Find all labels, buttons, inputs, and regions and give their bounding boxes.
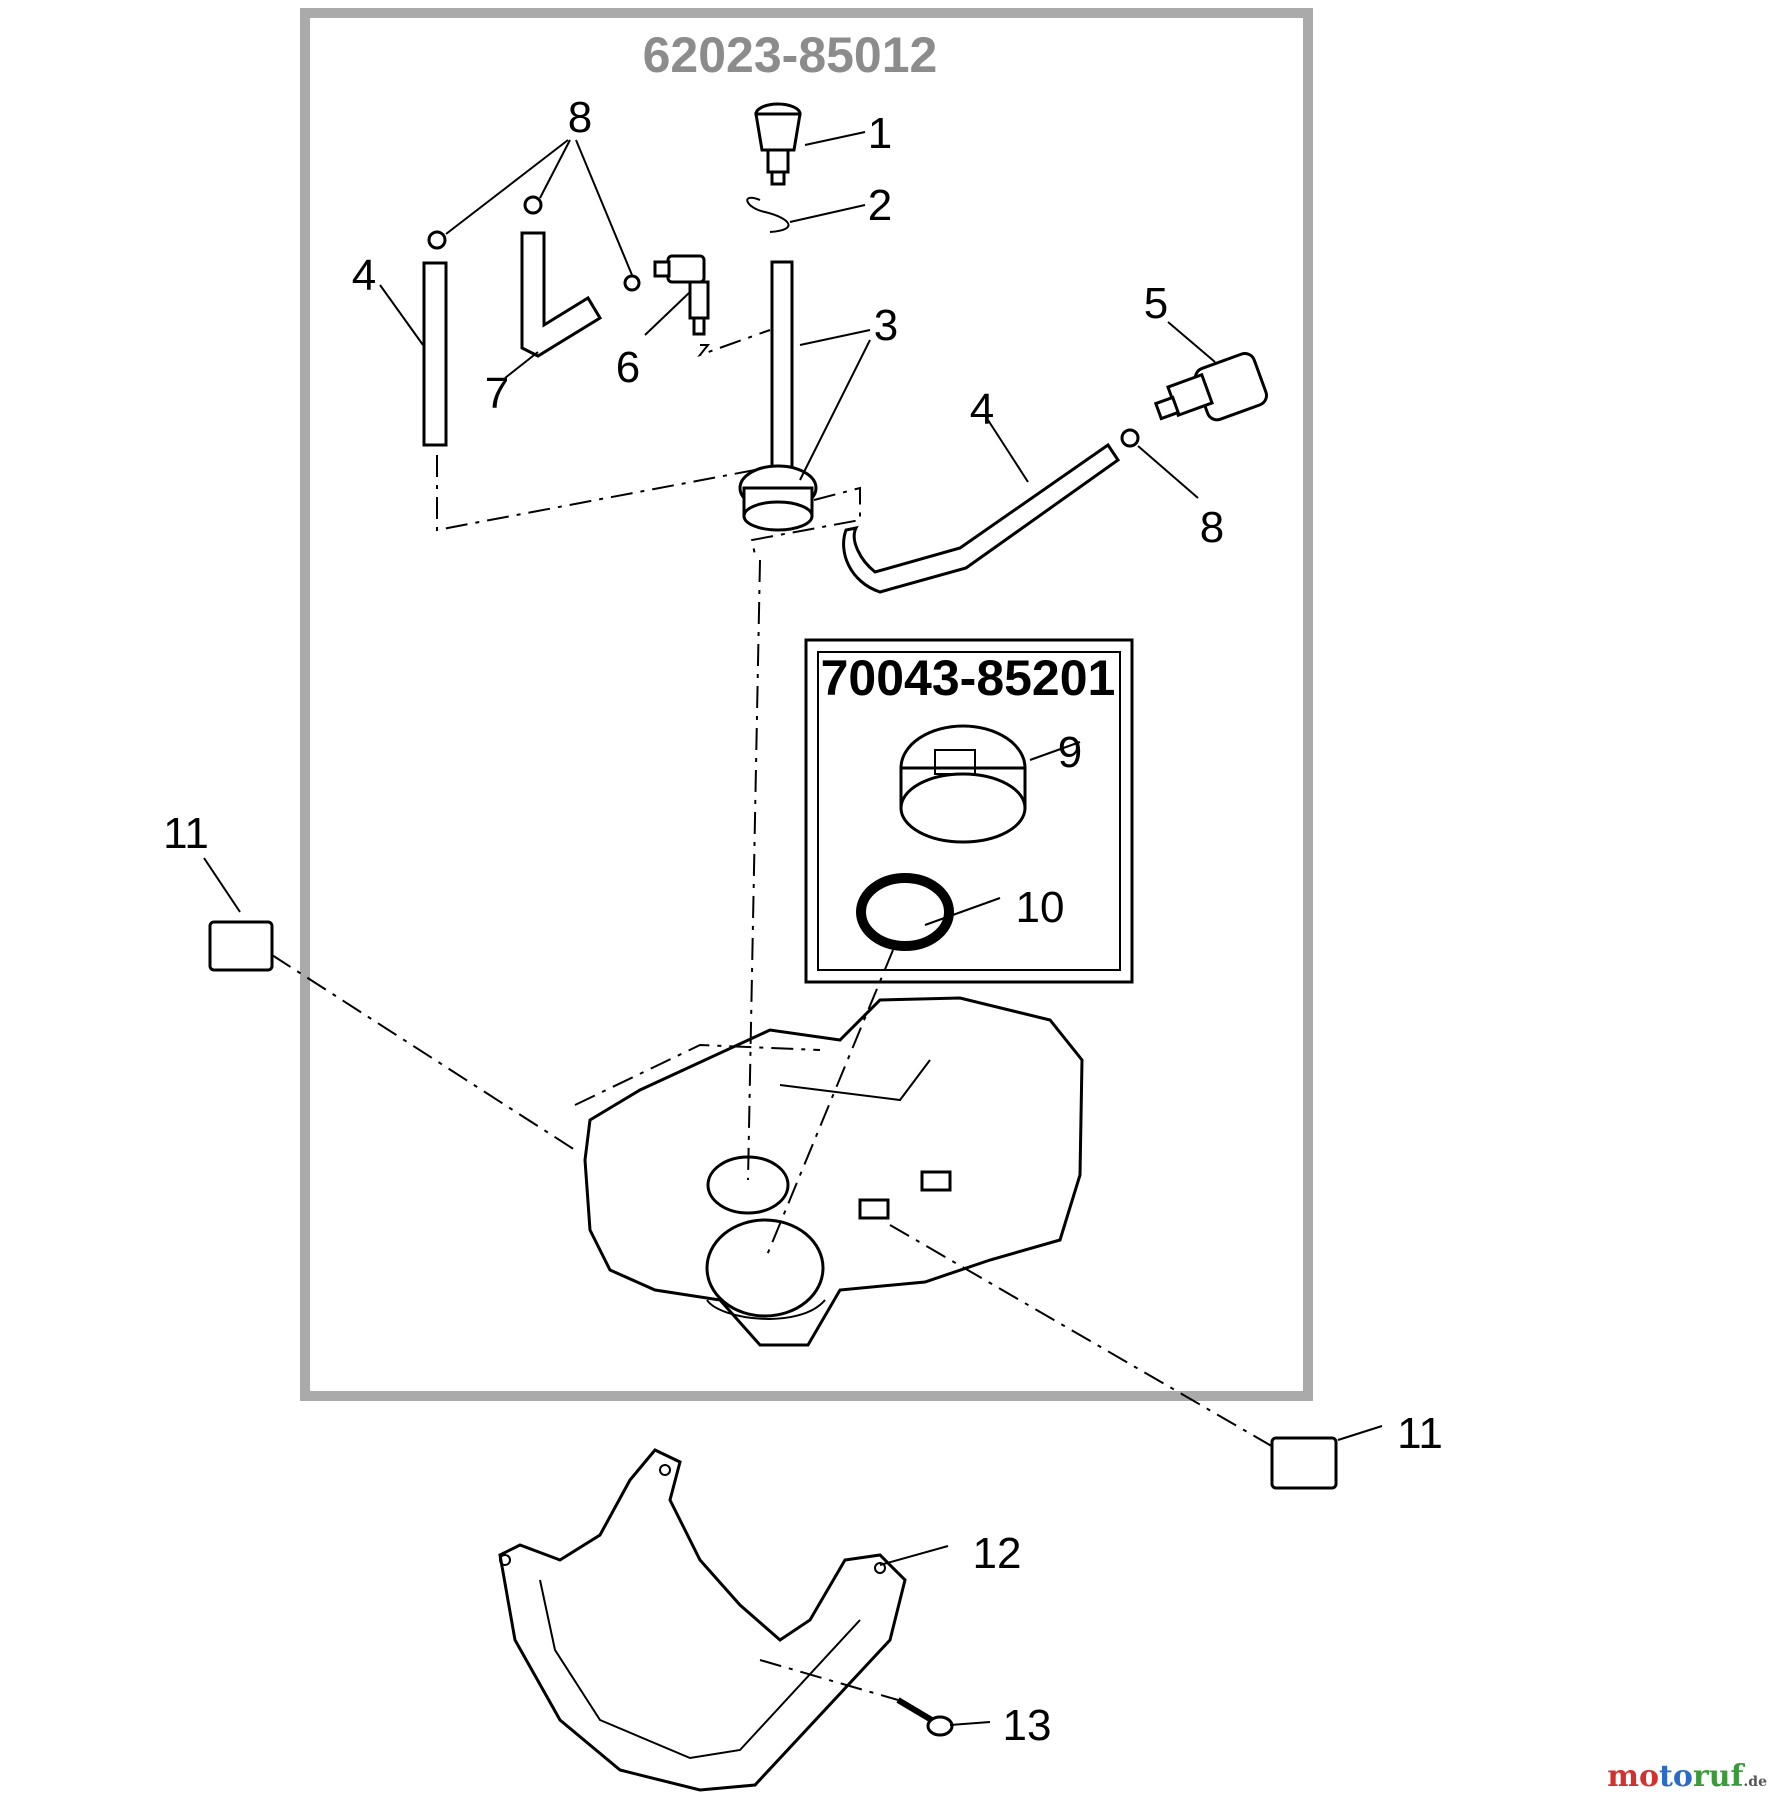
tank-bracket-part bbox=[498, 1448, 907, 1792]
callout-11-right: 11 bbox=[1397, 1409, 1443, 1458]
callout-6: 6 bbox=[616, 343, 640, 392]
gasket-part bbox=[856, 873, 954, 951]
vent-tube-part bbox=[520, 231, 603, 358]
grommet-part-c bbox=[623, 274, 641, 292]
callout-4-right: 4 bbox=[970, 385, 994, 434]
grommet-part-b bbox=[523, 195, 543, 215]
outer-box-label: 62023-85012 bbox=[643, 27, 938, 83]
assembly-line-tank-back bbox=[574, 1043, 821, 1106]
grommet-part-a bbox=[427, 230, 447, 250]
callout-13: 13 bbox=[1003, 1701, 1052, 1750]
assembly-line-mount-right bbox=[889, 1224, 1276, 1449]
fuel-filter-part bbox=[1153, 352, 1268, 422]
mount-rubber-right-part bbox=[1270, 1436, 1338, 1490]
site-watermark: motoruf.de bbox=[1607, 1759, 1767, 1794]
callout-9: 9 bbox=[1058, 728, 1082, 777]
callout-4-left: 4 bbox=[352, 251, 376, 300]
assembly-line-right bbox=[750, 486, 861, 556]
fuel-pickup-tube-part bbox=[738, 260, 818, 532]
assembly-line-mount-left bbox=[271, 954, 576, 1151]
mount-rubber-left-part bbox=[208, 920, 274, 972]
tube-left-part bbox=[422, 261, 448, 447]
callout-1: 1 bbox=[868, 109, 892, 158]
fuel-tank-part bbox=[583, 996, 1084, 1347]
watermark-part-2: to bbox=[1659, 1759, 1693, 1794]
outer-assembly-box bbox=[300, 8, 1313, 1401]
tube-right-part bbox=[842, 442, 1121, 594]
assembly-line-tubes bbox=[436, 455, 756, 532]
inner-box-label: 70043-85201 bbox=[821, 650, 1116, 706]
screw-part bbox=[896, 1697, 954, 1737]
clip-part bbox=[746, 196, 790, 233]
callout-7: 7 bbox=[485, 369, 509, 418]
elbow-fitting-part bbox=[653, 254, 710, 336]
callout-11-left: 11 bbox=[163, 809, 209, 858]
watermark-part-3: ruf bbox=[1692, 1759, 1744, 1794]
primer-bulb-part bbox=[754, 102, 802, 186]
callout-8-right: 8 bbox=[1200, 503, 1224, 552]
callout-12: 12 bbox=[973, 1529, 1022, 1578]
callout-2: 2 bbox=[868, 181, 892, 230]
inner-kit-box-inner bbox=[817, 651, 1121, 971]
inner-kit-box-outer bbox=[804, 638, 1134, 984]
assembly-line-cap-to-tank bbox=[764, 949, 894, 1261]
grommet-part-d bbox=[1120, 428, 1140, 448]
callout-3: 3 bbox=[874, 301, 898, 350]
watermark-part-1: mo bbox=[1607, 1759, 1660, 1794]
watermark-suffix: .de bbox=[1743, 1774, 1767, 1790]
callout-5: 5 bbox=[1144, 279, 1168, 328]
fuel-cap-part bbox=[899, 724, 1027, 844]
callout-10: 10 bbox=[1016, 883, 1065, 932]
assembly-line-grommet-to-tank bbox=[747, 559, 761, 1181]
assembly-line-elbow bbox=[697, 329, 771, 358]
callout-8-top: 8 bbox=[568, 93, 592, 142]
